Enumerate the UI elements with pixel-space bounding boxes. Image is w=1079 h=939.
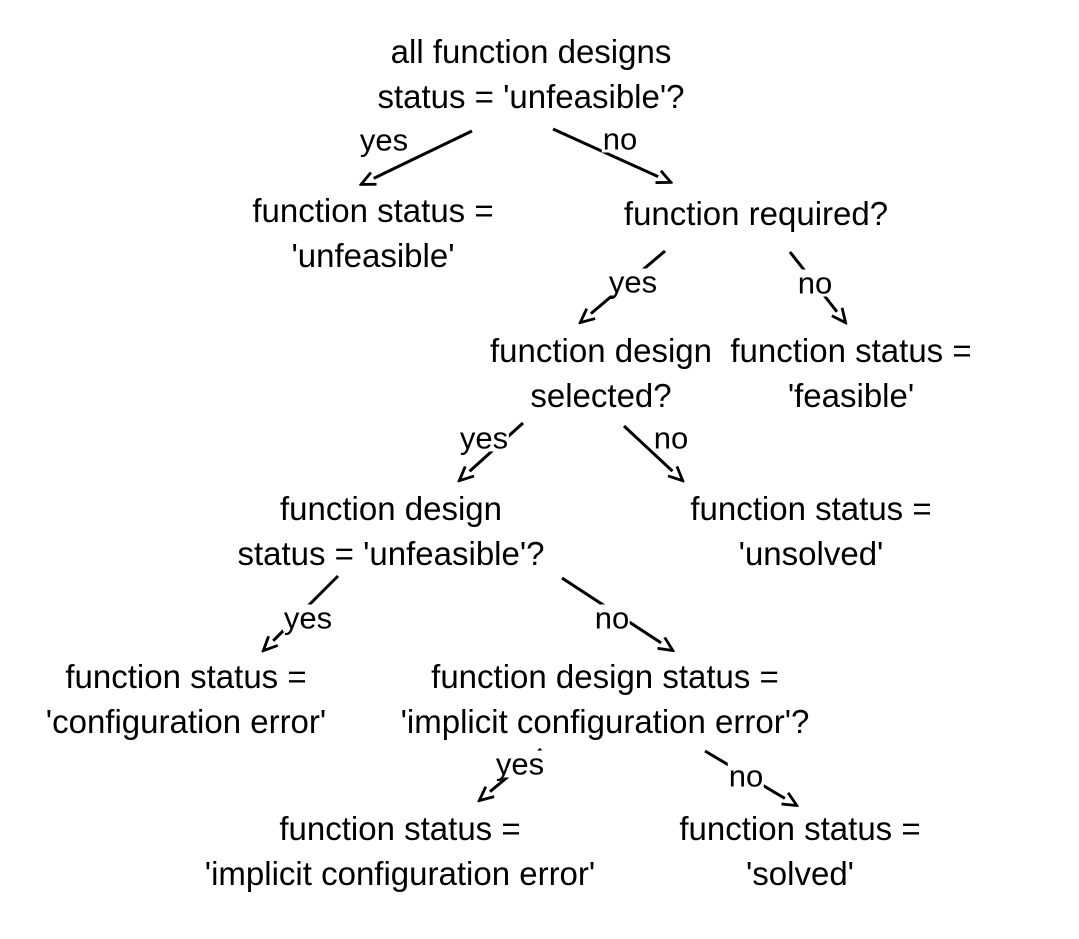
edge-arrow-design-selected-no bbox=[622, 424, 682, 480]
edge-arrow-all-designs-unfeasible-yes bbox=[362, 129, 473, 184]
edge-arrow-design-implicit-error-no bbox=[704, 749, 796, 805]
edge-arrow-all-designs-unfeasible-no bbox=[552, 127, 670, 182]
edge-arrow-design-unfeasible-yes bbox=[264, 574, 340, 650]
edge-arrow-function-required-no bbox=[788, 251, 845, 322]
edge-arrow-function-required-yes bbox=[581, 249, 666, 322]
edge-arrow-design-implicit-error-yes bbox=[480, 747, 542, 800]
edge-arrow-design-selected-yes bbox=[460, 421, 525, 480]
edge-arrow-design-unfeasible-no bbox=[561, 576, 672, 650]
